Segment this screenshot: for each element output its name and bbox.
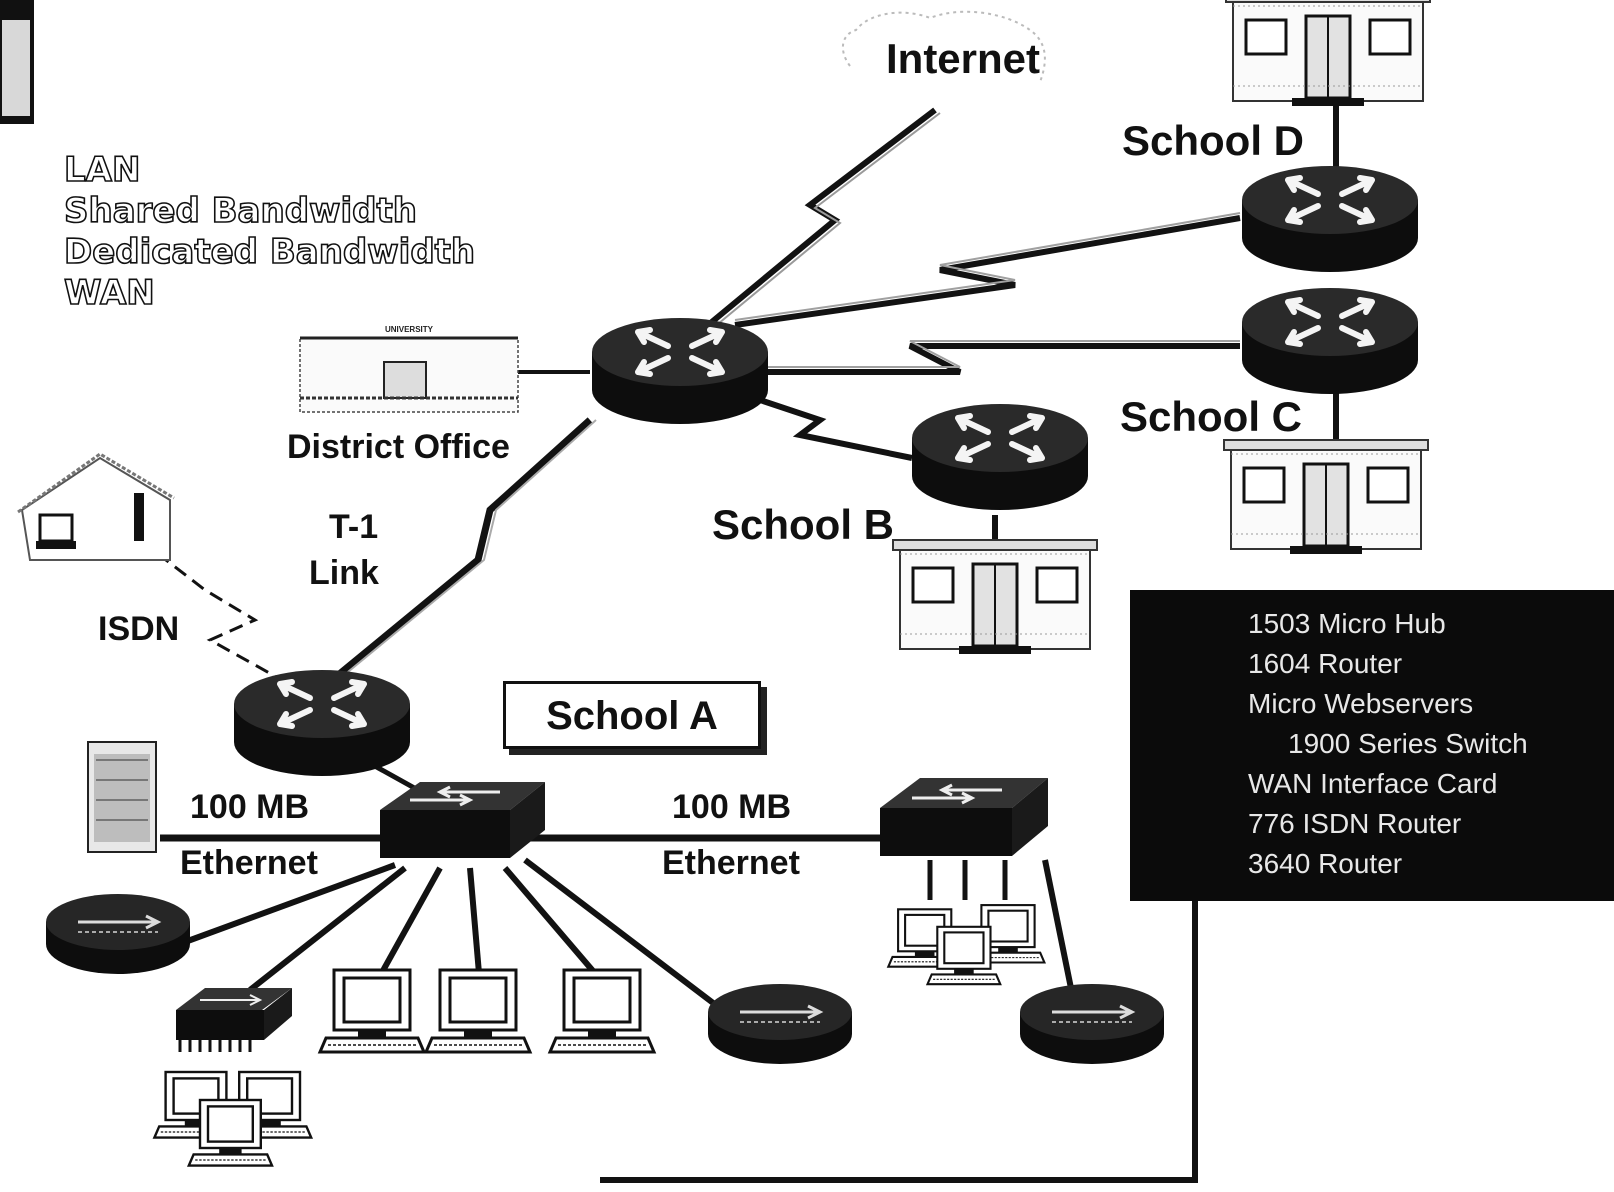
legend-item-lan: LAN [63,149,141,191]
district-router [592,318,768,424]
t1-label-line2: Link [309,554,379,592]
isdn-label: ISDN [98,610,180,648]
t1-label-line1: T-1 [329,508,379,546]
school-d-router [1242,166,1418,272]
right-switch [880,778,1048,856]
ethernet-right-speed: 100 MB [672,788,792,826]
device-item-776-isdn-router: 776 ISDN Router [1248,808,1462,839]
home-building [17,452,175,561]
internet-cloud [841,10,1046,83]
pc-3 [548,968,656,1054]
hub-right [1018,982,1166,1066]
device-item-micro-webservers: Micro Webservers [1248,688,1474,719]
device-item-1900-switch: 1900 Series Switch [1288,728,1528,759]
school-a-label-box: School A [503,681,761,749]
pc-cluster-right [887,904,1046,986]
pc-cluster-left [153,1070,313,1167]
ethernet-left-speed: 100 MB [190,788,310,826]
school-b-label: School B [712,501,895,548]
school-c-router [1242,288,1418,394]
pc-2 [424,968,532,1054]
school-c-label: School C [1120,393,1303,440]
hub-middle [706,982,854,1066]
ethernet-right-name: Ethernet [662,844,800,882]
school-a-router [234,670,410,776]
server-tower [87,741,157,853]
wan-link-school-b [744,392,913,461]
legend-item-shared-bandwidth: Shared Bandwidth [63,190,418,232]
university-sign: UNIVERSITY [385,325,434,334]
device-list-box [1130,590,1614,901]
ethernet-left-name: Ethernet [180,844,318,882]
internet-label: Internet [886,35,1041,82]
district-office-label: District Office [287,428,510,466]
device-item-3640-router: 3640 Router [1248,848,1403,879]
legend-item-wan: WAN [63,272,155,314]
school-a-switch [380,782,545,858]
hub-left [44,892,192,976]
micro-hub [176,988,292,1052]
device-item-wan-interface-card: WAN Interface Card [1248,768,1498,799]
school-d-building [1224,0,1432,108]
legend: LAN Shared Bandwidth Dedicated Bandwidth… [63,149,476,314]
device-item-micro-hub: 1503 Micro Hub [1248,608,1446,639]
device-item-1604-router: 1604 Router [1248,648,1403,679]
school-a-label: School A [546,694,718,738]
isdn-link [139,538,301,692]
school-d-label: School D [1122,117,1305,164]
device-list: 1503 Micro Hub 1604 Router Micro Webserv… [1248,604,1528,884]
district-office-building: UNIVERSITY [299,325,519,413]
school-b-router [912,404,1088,510]
t1-link [317,417,593,693]
school-b-building [891,538,1099,656]
wan-link-school-c [745,343,1240,375]
school-c-building [1222,438,1430,556]
legend-item-dedicated-bandwidth: Dedicated Bandwidth [63,231,476,273]
wan-link-school-d [734,215,1241,328]
pc-1 [318,968,426,1054]
